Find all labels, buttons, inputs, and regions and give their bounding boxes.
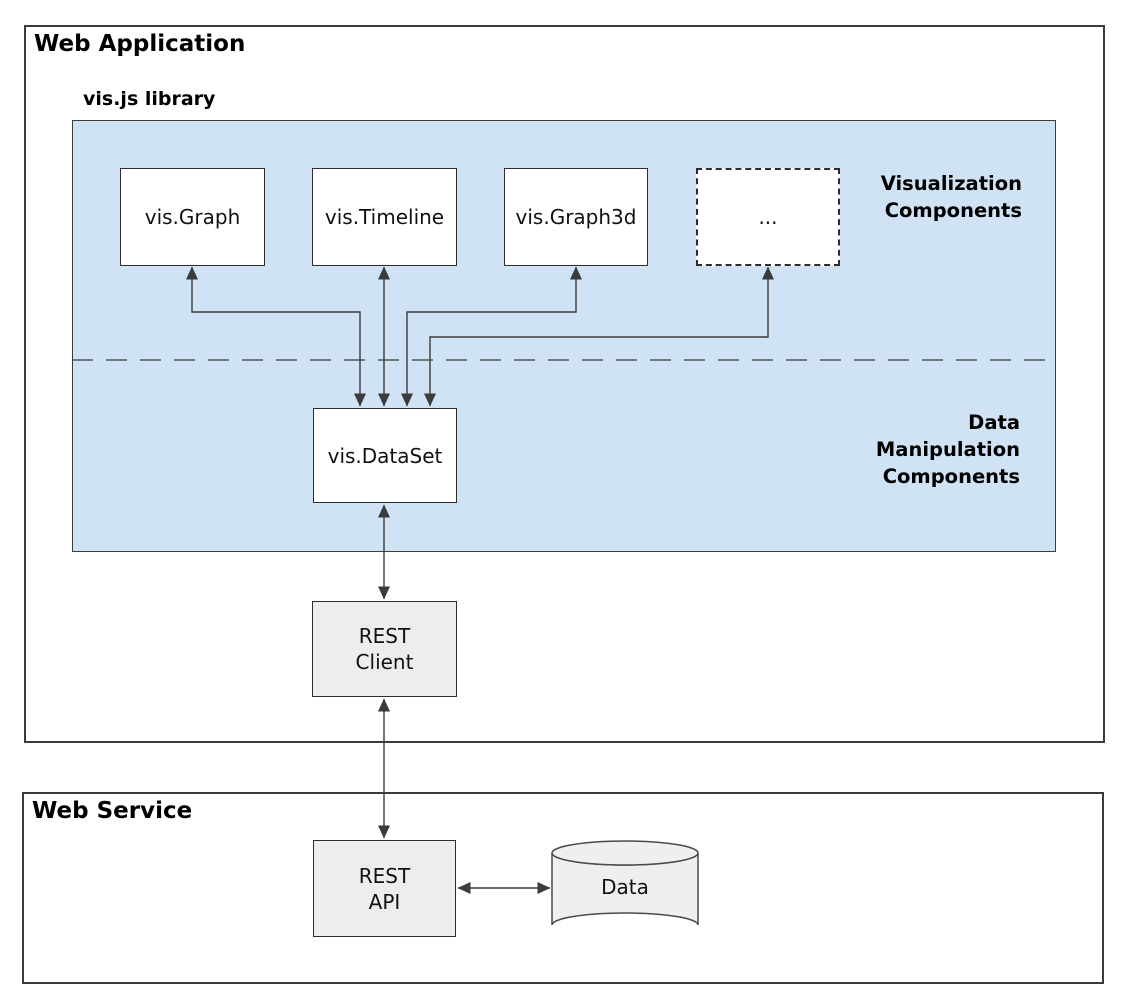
vis-dataset-label: vis.DataSet — [327, 443, 443, 468]
vis-graph-box: vis.Graph — [120, 168, 265, 266]
web-service-title: Web Service — [32, 798, 193, 824]
data-cylinder-label: Data — [601, 875, 649, 899]
vis-graph-label: vis.Graph — [144, 205, 241, 229]
rest-api-label: REST API — [358, 863, 411, 914]
web-application-title: Web Application — [34, 31, 246, 57]
vis-graph3d-label: vis.Graph3d — [515, 205, 637, 229]
rest-client-box: REST Client — [312, 601, 457, 697]
vis-timeline-label: vis.Timeline — [324, 205, 445, 229]
ellipsis-label: ... — [758, 205, 778, 229]
vis-graph3d-box: vis.Graph3d — [504, 168, 648, 266]
data-manipulation-components-label: Data Manipulation Components — [875, 411, 1020, 488]
vis-dataset-box: vis.DataSet — [313, 408, 457, 503]
visjs-library-label: vis.js library — [83, 88, 216, 110]
rest-client-label: REST Client — [355, 624, 414, 674]
visualization-components-label: Visualization Components — [880, 172, 1022, 222]
more-components-box: ... — [696, 168, 840, 266]
vis-timeline-box: vis.Timeline — [312, 168, 457, 266]
rest-api-box: REST API — [313, 840, 456, 937]
